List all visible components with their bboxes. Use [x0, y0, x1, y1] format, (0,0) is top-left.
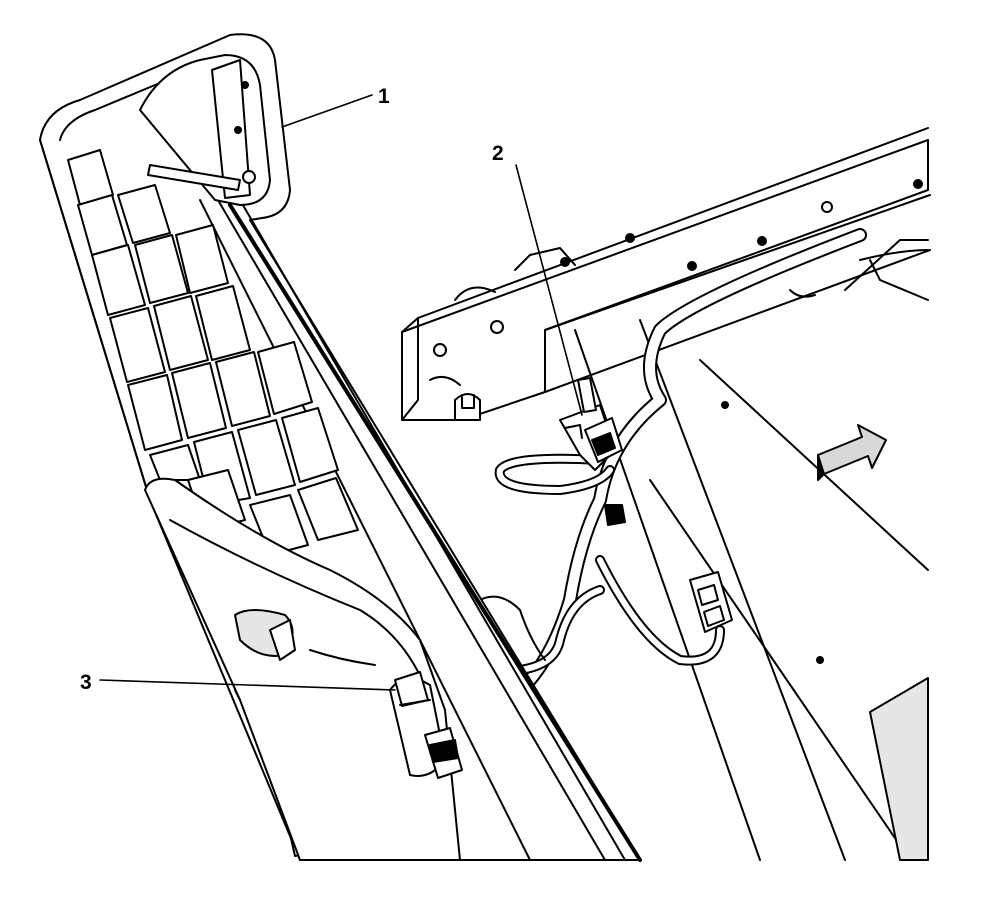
forward-arrow — [817, 424, 887, 481]
leader-line-1 — [281, 94, 373, 128]
callout-label-2: 2 — [492, 142, 504, 165]
leader-line-3 — [99, 679, 396, 691]
callout-label-3: 3 — [80, 671, 92, 694]
frame-crossmember — [401, 127, 931, 421]
callout-label-1: 1 — [378, 85, 390, 108]
harness-connector-lower — [689, 571, 733, 633]
leader-line-2 — [515, 164, 583, 416]
tailgate-lower-trim — [144, 477, 461, 861]
wiring-harness — [479, 228, 867, 687]
connector-3 — [389, 671, 463, 779]
callout-labels: 1 2 3 — [80, 85, 504, 694]
callout-leaders — [99, 94, 583, 691]
connector-2 — [559, 377, 626, 526]
frame-rail — [574, 239, 929, 861]
